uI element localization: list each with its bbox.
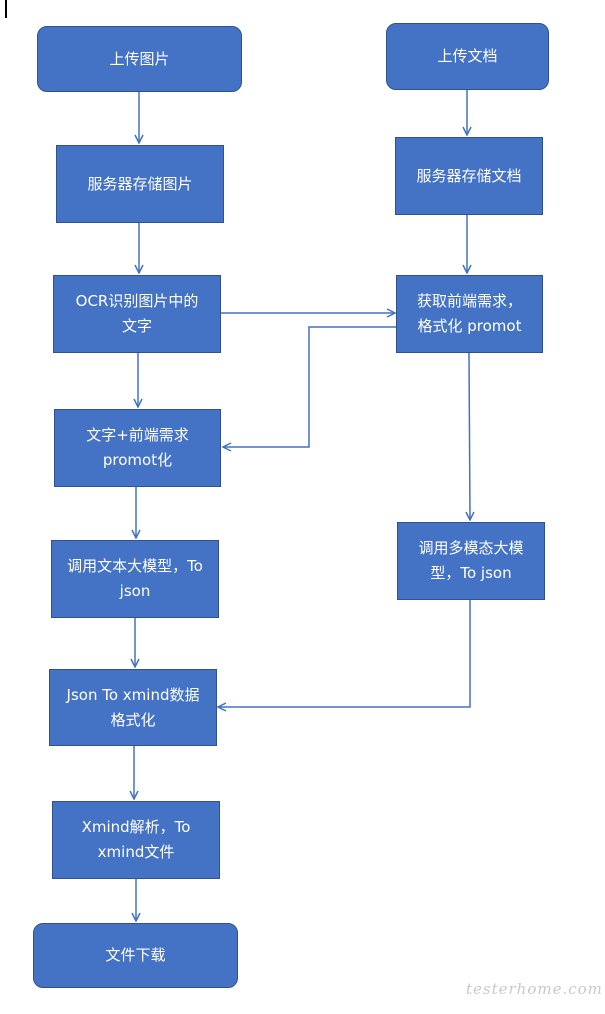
node-call-text-model-label: 调用文本大模型，To json: [67, 557, 203, 600]
node-json-to-xmind-label: Json To xmind数据 格式化: [66, 685, 200, 729]
node-call-multimodal-model-label: 调用多模态大模 型，To json: [418, 539, 524, 582]
arrow-requirement-to-text-plus: [223, 326, 396, 447]
node-text-plus-requirement-label: 文字+前端需求 promot化: [86, 426, 189, 469]
node-server-store-doc-label: 服务器存储文档: [416, 166, 522, 185]
arrow-multimodal-to-json-xmind: [218, 600, 471, 707]
arrow-requirement-to-multimodal: [469, 352, 470, 520]
node-file-download-label: 文件下载: [105, 946, 166, 964]
node-server-store-image: 服务器存储图片: [56, 145, 224, 223]
node-upload-doc-label: 上传文档: [437, 47, 498, 65]
node-get-requirement-label: 获取前端需求， 格式化 promot: [416, 292, 522, 335]
text-cursor: [5, 0, 7, 18]
node-xmind-parse: Xmind解析，To xmind文件: [52, 801, 220, 879]
node-file-download: 文件下载: [33, 923, 238, 988]
node-text-plus-requirement: 文字+前端需求 promot化: [54, 409, 221, 487]
node-upload-image-label: 上传图片: [109, 49, 170, 68]
node-upload-doc: 上传文档: [386, 23, 549, 90]
node-get-requirement: 获取前端需求， 格式化 promot: [396, 275, 543, 353]
node-ocr-recognize-label: OCR识别图片中的 文字: [75, 292, 199, 335]
node-json-to-xmind: Json To xmind数据 格式化: [49, 669, 217, 746]
node-ocr-recognize: OCR识别图片中的 文字: [53, 275, 221, 353]
node-server-store-image-label: 服务器存储图片: [87, 174, 193, 193]
node-call-text-model: 调用文本大模型，To json: [51, 540, 219, 618]
node-call-multimodal-model: 调用多模态大模 型，To json: [397, 522, 545, 600]
watermark: testerhome.com: [466, 980, 603, 998]
node-xmind-parse-label: Xmind解析，To xmind文件: [81, 818, 191, 861]
node-server-store-doc: 服务器存储文档: [395, 137, 543, 215]
node-upload-image: 上传图片: [37, 26, 242, 92]
